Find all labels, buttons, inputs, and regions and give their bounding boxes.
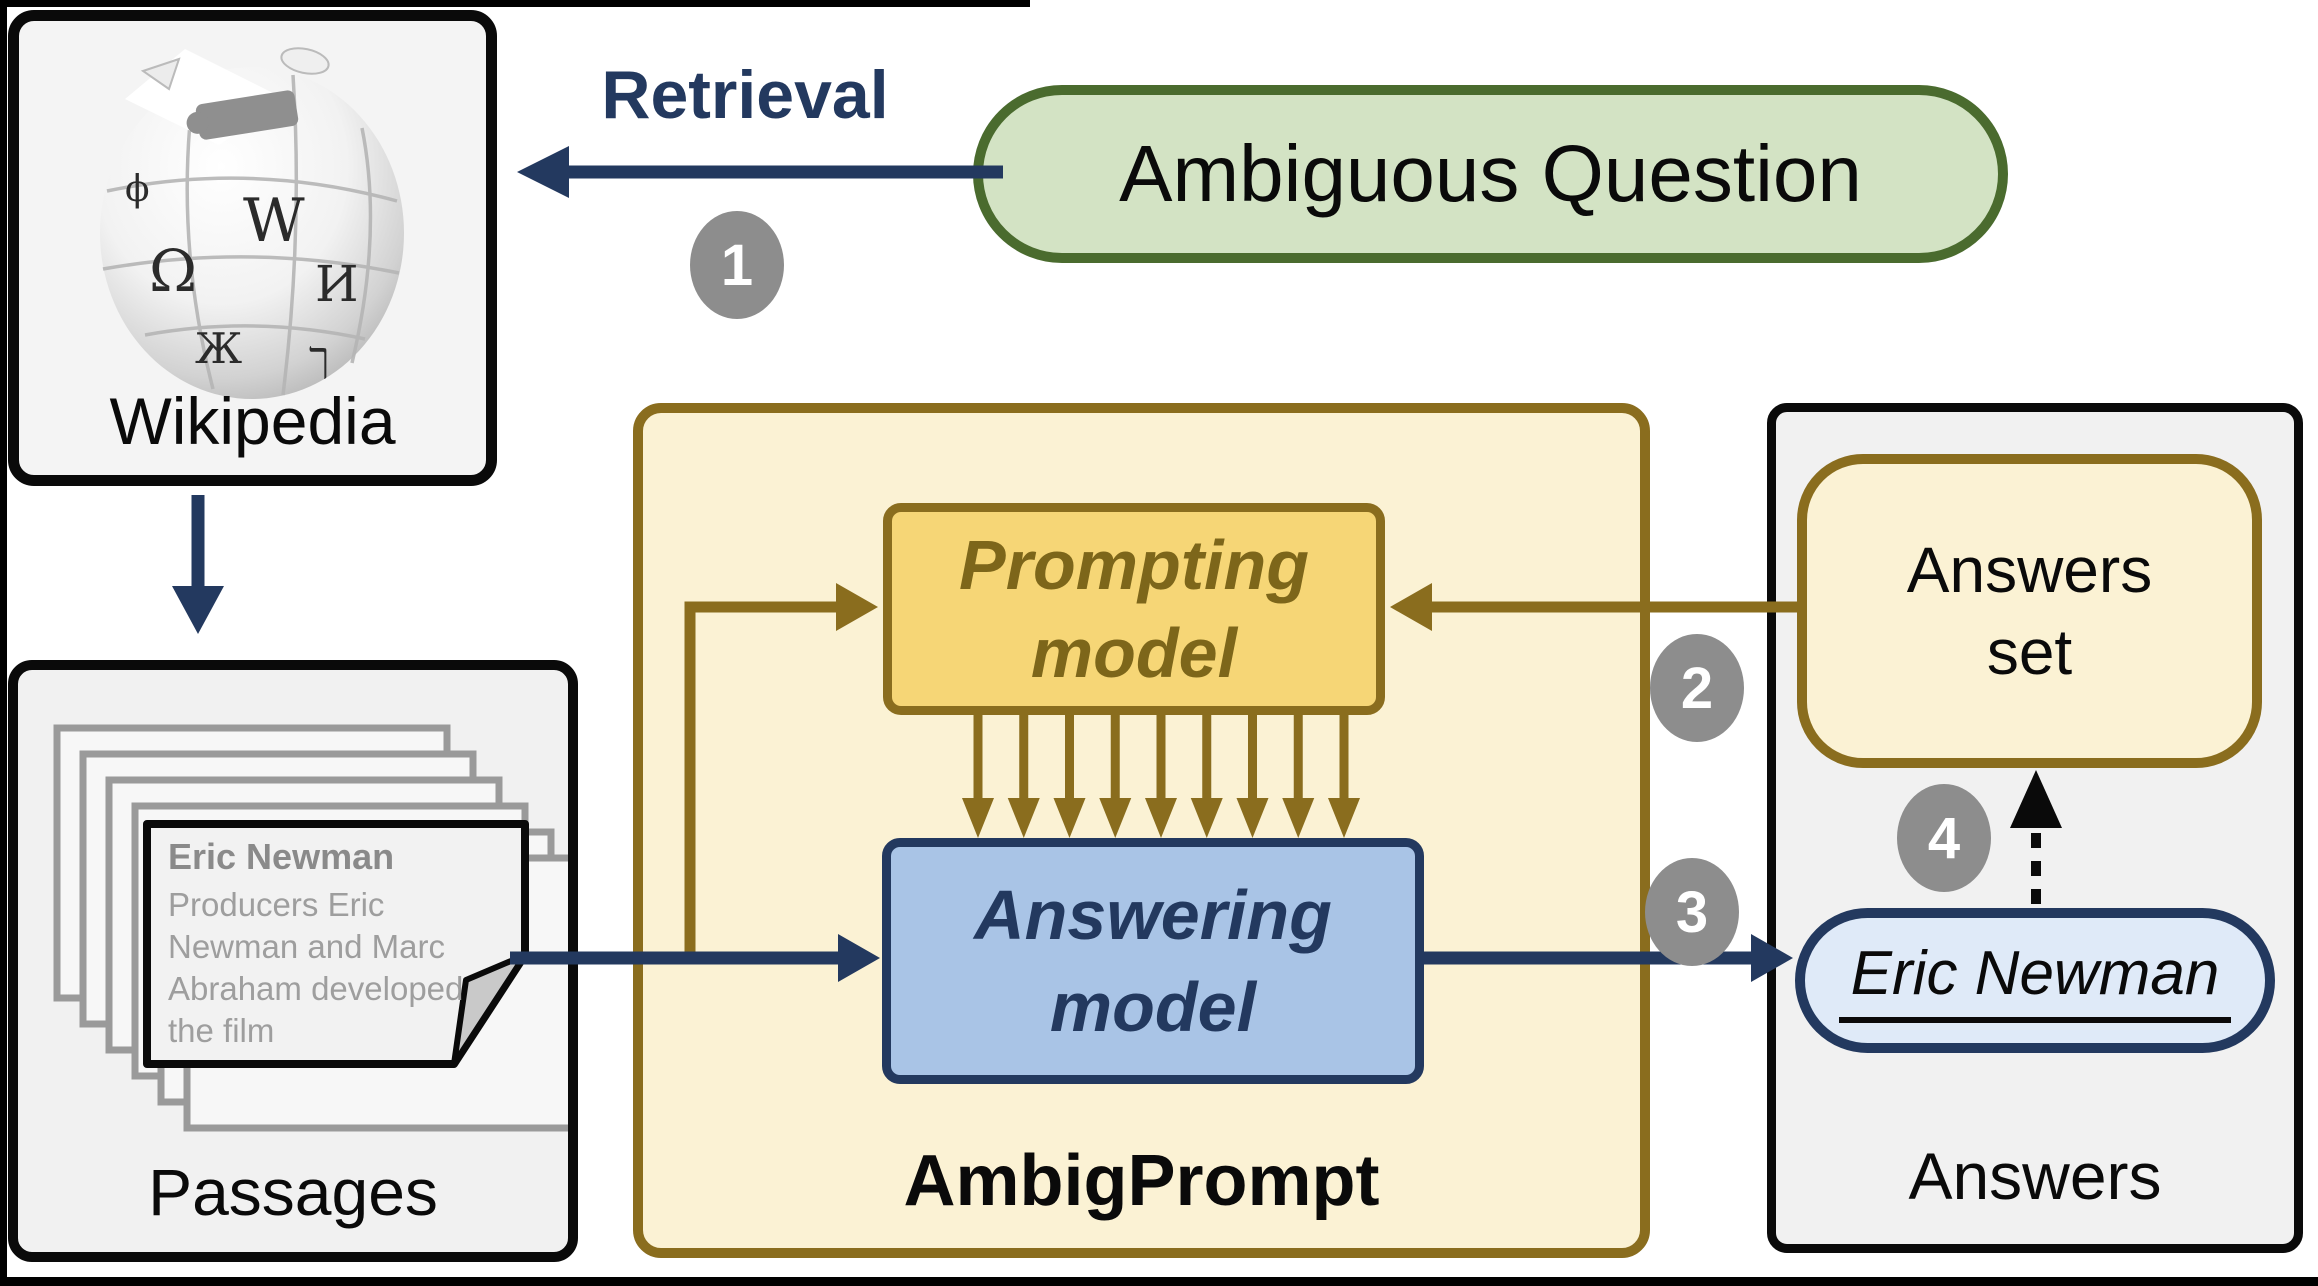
step-badge-2: 2: [1650, 634, 1744, 742]
ambigprompt-label: AmbigPrompt: [903, 1141, 1380, 1221]
answer-pill-label: Eric Newman: [1838, 938, 2232, 1023]
passage-stack-icon: [53, 724, 568, 1132]
prompting-model-line1: Prompting: [959, 526, 1309, 604]
answers-label: Answers: [1908, 1139, 2162, 1213]
answering-model-box: Answering model: [882, 838, 1424, 1084]
retrieval-label: Retrieval: [601, 57, 889, 133]
answering-model-line1: Answering: [974, 876, 1332, 954]
step-badge-4: 4: [1897, 784, 1991, 892]
wikipedia-label: Wikipedia: [109, 384, 396, 458]
globe-glyph-w: W: [243, 186, 305, 256]
passages-panel: Eric Newman Producers Eric Newman and Ma…: [8, 660, 578, 1262]
passage-body-line: Newman and Marc: [168, 928, 445, 965]
prompting-model-line2: model: [1030, 614, 1238, 692]
page-dogear-icon: [451, 952, 528, 1067]
answer-pill: Eric Newman: [1795, 908, 2275, 1053]
ambiguous-question-label: Ambiguous Question: [1119, 129, 1862, 218]
figure-frame-bottom: [0, 1277, 2318, 1286]
wikipedia-panel: W Ω И Ж ך ϕ Wikipedia: [8, 10, 497, 486]
figure-frame-top: [0, 0, 1030, 7]
wikipedia-globe-icon: W Ω И Ж ך ϕ: [100, 47, 404, 399]
globe-glyph-zh: Ж: [195, 324, 242, 373]
globe-glyph-omega: Ω: [149, 237, 197, 305]
passage-title: Eric Newman: [168, 836, 395, 877]
answers-set-line1: Answers: [1906, 534, 2153, 606]
passage-body-line: Abraham developed: [168, 970, 464, 1007]
prompting-model-box: Prompting model: [883, 503, 1385, 715]
answers-set-line2: set: [1986, 616, 2073, 688]
wikipedia-to-passages-arrow: [172, 495, 224, 634]
passage-snippet: Eric Newman Producers Eric Newman and Ma…: [168, 836, 504, 1052]
answers-set-box: Answers set: [1797, 454, 2262, 768]
passage-body-line: the film: [168, 1012, 275, 1049]
passages-label: Passages: [148, 1155, 438, 1229]
step-badge-3: 3: [1645, 858, 1739, 966]
globe-glyph-phi: ϕ: [125, 169, 150, 210]
globe-glyph-kaf: ך: [309, 332, 330, 381]
ambiguous-question-box: Ambiguous Question: [973, 85, 2008, 263]
step-badge-1: 1: [690, 211, 784, 319]
passage-body-line: Producers Eric: [168, 886, 385, 923]
answers-panel: Answers set Eric Newman Answers: [1767, 403, 2303, 1253]
answering-model-line2: model: [1049, 968, 1257, 1046]
globe-glyph-i: И: [315, 255, 359, 313]
retrieval-arrow: [517, 146, 1003, 198]
figure-frame-left: [0, 0, 7, 1286]
